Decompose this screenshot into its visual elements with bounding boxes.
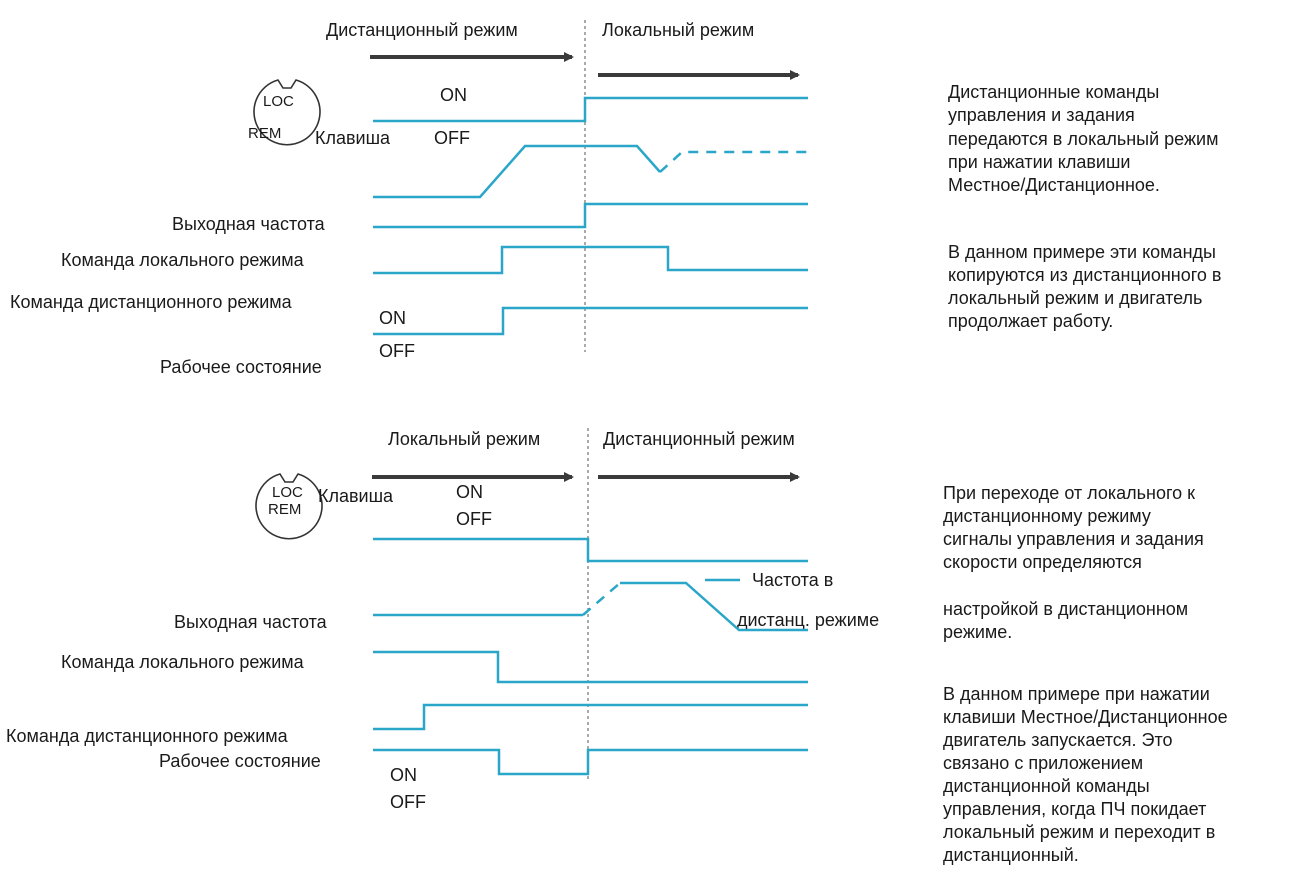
bottom-output-frequency-ramp [620, 581, 808, 632]
bottom-run-off-label: OFF [390, 792, 426, 812]
bottom-mode-local-label: Локальный режим [388, 429, 540, 449]
top-key-on-label: ON [440, 85, 467, 105]
bottom-key-loc-text: LOC [272, 484, 303, 501]
top-remote-command-label: Команда дистанционного режима [10, 292, 293, 312]
bottom-freq-legend-line1: Частота в [752, 570, 833, 590]
top-output-frequency-label: Выходная частота [172, 214, 326, 234]
top-output-frequency-signal [373, 144, 661, 199]
note-line: В данном примере эти команды [948, 242, 1216, 262]
note-line: Дистанционные команды [948, 82, 1160, 102]
note-line: скорости определяются [943, 552, 1142, 572]
top-run-state-signal [373, 306, 808, 336]
bottom-key-label: Клавиша [318, 486, 394, 506]
note-line: двигатель запускается. Это [943, 730, 1173, 750]
bottom-note-block-1: При переходе от локального к дистанционн… [943, 482, 1316, 574]
note-line: клавиши Местное/Дистанционное [943, 707, 1228, 727]
bottom-output-frequency-label: Выходная частота [174, 612, 328, 632]
top-key-signal [373, 96, 808, 123]
bottom-note-block-3: В данном примере при нажатии клавиши Мес… [943, 683, 1316, 867]
top-local-command-signal [373, 202, 808, 229]
note-line: локальный режим и переходит в [943, 822, 1216, 842]
top-loc-rem-key-icon: LOC REM [248, 79, 321, 146]
note-line: дистанционный. [943, 845, 1079, 865]
top-key-label: Клавиша [315, 128, 391, 148]
bottom-key-rem-text: REM [268, 501, 301, 518]
bottom-key-off-label: OFF [456, 509, 492, 529]
bottom-local-command-label: Команда локального режима [61, 652, 305, 672]
note-line: управления и задания [948, 105, 1135, 125]
note-line: копируются из дистанционного в [948, 265, 1222, 285]
top-note-block-2: передаются в локальный режим при нажатии… [948, 128, 1316, 197]
note-line: режиме. [943, 622, 1013, 642]
bottom-output-frequency-dashed [582, 582, 621, 616]
bottom-remote-command-label: Команда дистанционного режима [6, 726, 289, 746]
top-mode-remote-label: Дистанционный режим [326, 20, 518, 40]
top-remote-command-signal [373, 245, 808, 275]
bottom-freq-legend-line2: дистанц. режиме [737, 610, 879, 630]
bottom-run-on-label: ON [390, 765, 417, 785]
note-line: дистанционной команды [943, 776, 1150, 796]
bottom-key-on-label: ON [456, 482, 483, 502]
top-run-off-label: OFF [379, 341, 415, 361]
top-note-block-3: В данном примере эти команды копируются … [948, 241, 1316, 333]
top-output-frequency-dashed [659, 150, 808, 173]
note-line: дистанционному режиму [943, 506, 1151, 526]
note-line: управления, когда ПЧ покидает [943, 799, 1207, 819]
note-line: при нажатии клавиши [948, 152, 1131, 172]
bottom-mode-remote-label: Дистанционный режим [603, 429, 795, 449]
timing-diagram: Дистанционный режим Локальный режим LOC … [6, 20, 879, 812]
bottom-loc-rem-key-icon: LOC REM [255, 473, 323, 540]
bottom-note-block-2: настройкой в дистанционном режиме. [943, 598, 1316, 644]
note-line: связано с приложением [943, 753, 1144, 773]
note-line: сигналы управления и задания [943, 529, 1204, 549]
top-key-loc-text: LOC [263, 93, 294, 110]
top-key-rem-text: REM [248, 125, 281, 142]
bottom-run-state-label: Рабочее состояние [159, 751, 321, 771]
note-line: локальный режим и двигатель [948, 288, 1203, 308]
bottom-run-state-signal [373, 748, 808, 776]
note-line: передаются в локальный режим [948, 129, 1219, 149]
bottom-key-signal [373, 537, 808, 563]
top-run-on-label: ON [379, 308, 406, 328]
top-local-command-label: Команда локального режима [61, 250, 305, 270]
note-line: продолжает работу. [948, 311, 1114, 331]
bottom-remote-command-signal [373, 703, 808, 731]
note-line: настройкой в дистанционном [943, 599, 1189, 619]
top-run-state-label: Рабочее состояние [160, 357, 322, 377]
top-key-off-label: OFF [434, 128, 470, 148]
note-line: В данном примере при нажатии [943, 684, 1210, 704]
top-mode-local-label: Локальный режим [602, 20, 754, 40]
note-line: Местное/Дистанционное. [948, 175, 1160, 195]
note-line: При переходе от локального к [943, 483, 1196, 503]
bottom-local-command-signal [373, 650, 808, 684]
top-note-block-1: Дистанционные команды управления и задан… [948, 81, 1316, 127]
